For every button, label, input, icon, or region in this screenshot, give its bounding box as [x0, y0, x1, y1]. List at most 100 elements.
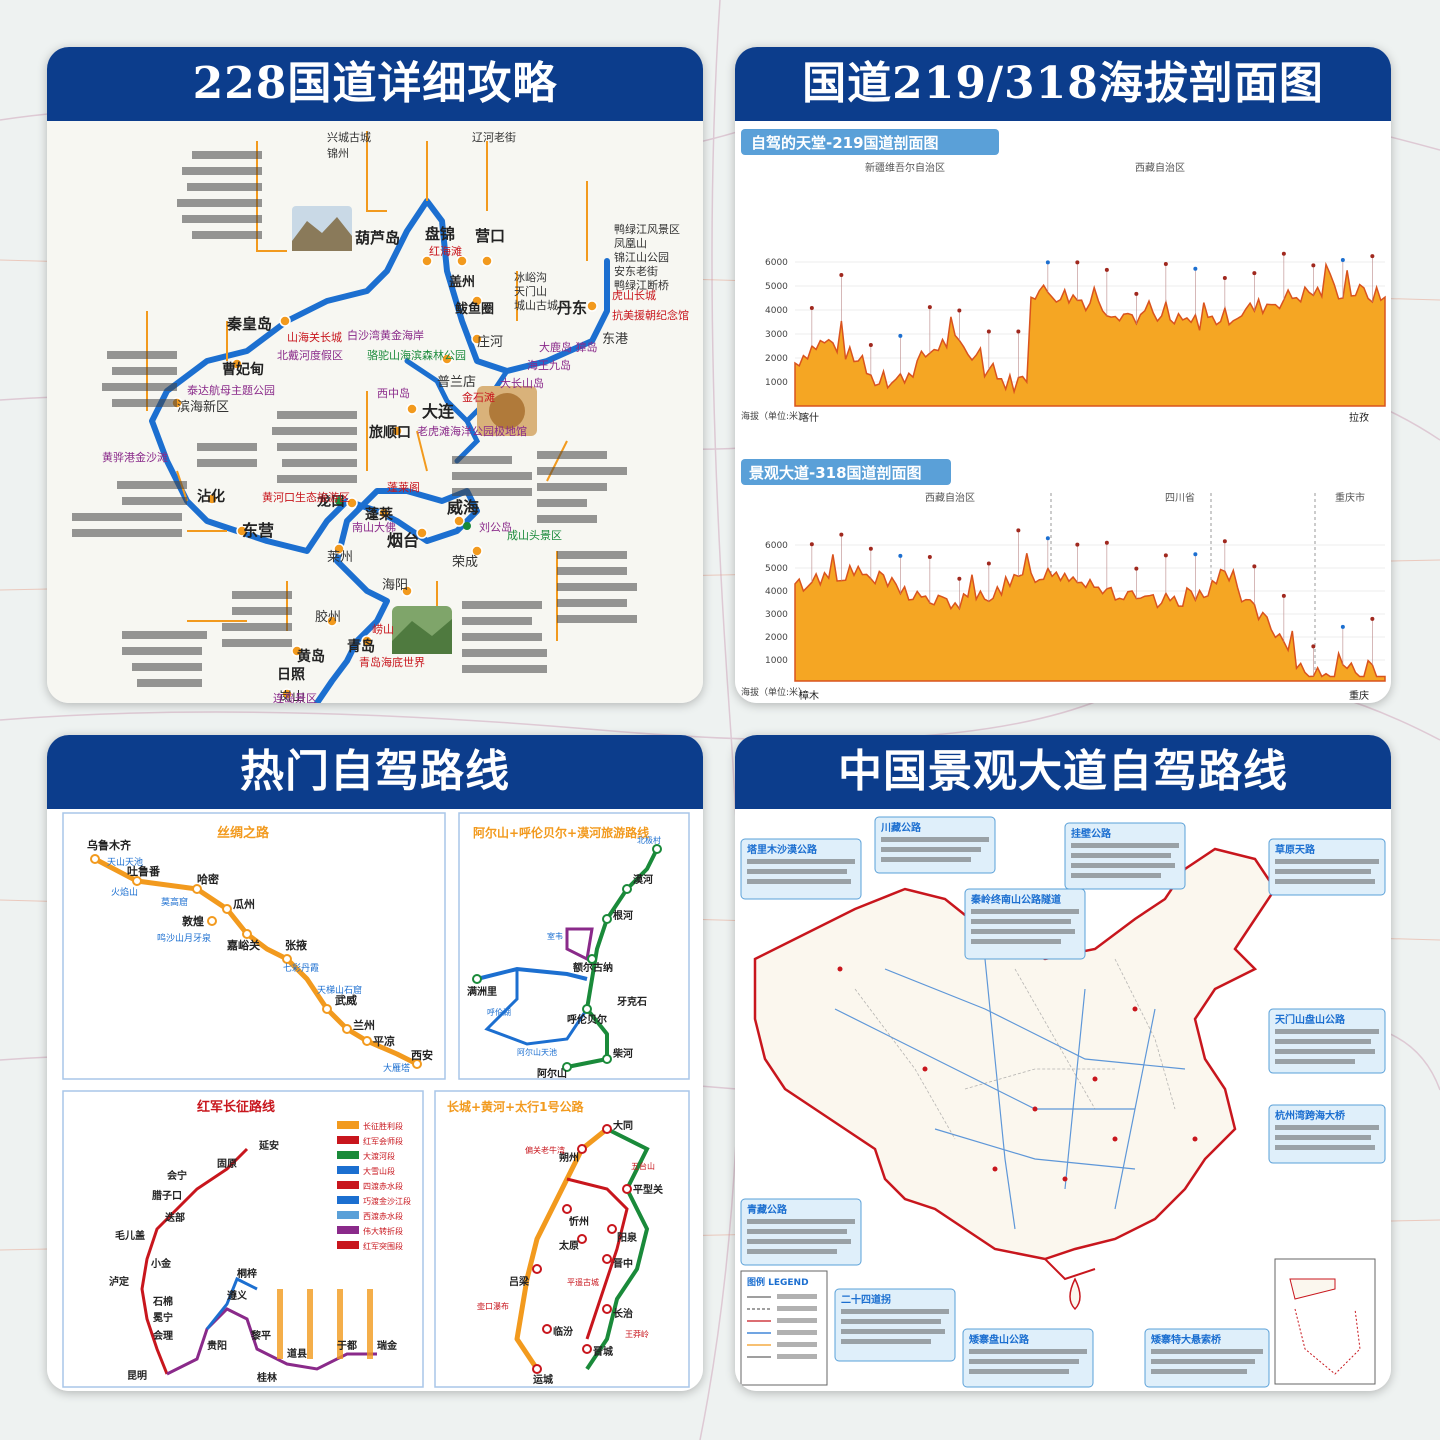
legend-swatch: [337, 1121, 359, 1129]
greatwall-city-0: 大同: [613, 1119, 633, 1132]
chart-318-region-chongqing: 重庆市: [1335, 491, 1365, 504]
peak-dot: [1075, 260, 1080, 265]
silk-poi-3: 鸣沙山月牙泉: [157, 932, 211, 944]
popular-routes-body: 丝绸之路 乌鲁木齐 吐鲁番 哈密 瓜州 敦煌 嘉峪关 张掖 武威: [47, 809, 703, 1391]
svg-text:3000: 3000: [765, 610, 788, 620]
hainan-island: [1069, 1277, 1081, 1311]
peak-dot: [957, 576, 962, 581]
redarmy-city-6: 小金: [150, 1257, 172, 1270]
route-arxan: 阿尔山+呼伦贝尔+漠河旅游路线 漠河 根河 满洲里 额尔古纳 呼伦贝尔 牙克石: [458, 812, 690, 1080]
peak-dot: [1016, 329, 1021, 334]
arxan-poi-0: 北极村: [637, 835, 661, 845]
svg-text:6000: 6000: [765, 541, 788, 551]
peak-dot: [1311, 644, 1316, 649]
callout-3: 草原天路: [1268, 838, 1386, 896]
arxan-city-2: 满洲里: [467, 985, 497, 998]
redarmy-city-5: 毛儿盖: [115, 1229, 145, 1242]
city-haiyang: 海阳: [382, 578, 408, 593]
peak-dot: [1193, 266, 1198, 271]
arxan-city-3: 额尔古纳: [573, 961, 613, 974]
callout-1: 塔里木沙漠公路: [740, 838, 862, 900]
chart-219-region-tibet: 西藏自治区: [1135, 161, 1185, 174]
south-china-sea-inset: [1274, 1258, 1376, 1385]
poi-laohutan: 老虎滩海洋公园极地馆: [417, 424, 527, 438]
redarmy-city-8: 石棉: [152, 1295, 173, 1308]
poi-jinshitan: 金石滩: [462, 390, 495, 404]
panel-title: 中国景观大道自驾路线: [735, 735, 1391, 809]
route-red-army: 红军长征路线 延安 固原 会宁 腊子口 迭部 毛儿盖 小金 泸定 石: [62, 1090, 424, 1388]
legend-label: 西渡赤水段: [363, 1211, 403, 1221]
svg-text:5000: 5000: [765, 564, 788, 574]
chart-318-unit: 海拔（单位:米）: [741, 686, 807, 698]
chart-318-start: 樟木: [799, 689, 819, 702]
callout-6: 杭州湾跨海大桥: [1268, 1104, 1386, 1164]
redarmy-city-13: 贵阳: [207, 1339, 227, 1352]
city-huangdao: 黄岛: [297, 648, 325, 665]
chart-318-end: 重庆: [1349, 689, 1369, 702]
legend-swatch: [337, 1166, 359, 1174]
poi-huanghekou: 黄河口生态旅游区: [262, 490, 350, 504]
panel-title: 228国道详细攻略: [47, 47, 703, 121]
chart-318-title: 景观大道-318国道剖面图: [749, 464, 922, 482]
greatwall-poi-4: 王莽岭: [625, 1329, 649, 1339]
redarmy-city-3: 腊子口: [152, 1189, 182, 1202]
peak-dot: [1222, 539, 1227, 544]
callout-10: 矮寨特大悬索桥: [1144, 1328, 1270, 1388]
poi-kangmei: 抗美援朝纪念馆: [612, 308, 689, 322]
silk-poi-0: 天山天池: [107, 856, 143, 868]
chart-219: 自驾的天堂-219国道剖面图 新疆维吾尔自治区 西藏自治区 6000 5000 …: [741, 129, 1386, 424]
peak-dot: [1340, 624, 1345, 629]
china-scenic-map: 川藏公路 塔里木沙漠公路 挂壁公路 草原天路: [735, 809, 1391, 1391]
panel-title: 国道219/318海拔剖面图: [735, 47, 1391, 121]
poi-chengshan: 城山古城: [514, 299, 558, 312]
poi-haiwang: 海王九岛: [527, 358, 571, 372]
poi-qingdao-aquarium: 青岛海底世界: [359, 655, 425, 669]
city-longkou: 龙口: [316, 493, 345, 510]
redarmy-city-12: 遵义: [227, 1289, 248, 1302]
poi-dachangshan: 大长山岛: [500, 376, 544, 390]
svg-text:秦岭终南山公路隧道: 秦岭终南山公路隧道: [970, 893, 1061, 906]
peak-dot: [1193, 552, 1198, 557]
chart-318-profile: [794, 553, 1386, 682]
peak-dot: [868, 546, 873, 551]
silk-city-8: 兰州: [353, 1018, 375, 1032]
svg-text:1000: 1000: [765, 656, 788, 666]
arxan-city-4: 呼伦贝尔: [567, 1013, 607, 1026]
silk-city-10: 西安: [411, 1048, 433, 1062]
svg-text:4000: 4000: [765, 587, 788, 597]
redarmy-city-2: 会宁: [167, 1169, 187, 1182]
legend-swatch: [337, 1151, 359, 1159]
greatwall-city-4: 太原: [558, 1239, 579, 1252]
silk-title: 丝绸之路: [217, 825, 270, 841]
route-silk-road: 丝绸之路 乌鲁木齐 吐鲁番 哈密 瓜州 敦煌 嘉峪关 张掖 武威: [62, 812, 446, 1080]
peak-dot: [1134, 566, 1139, 571]
redarmy-city-10: 会理: [153, 1329, 173, 1342]
silk-poi-2: 莫高窟: [161, 896, 188, 908]
peak-dot: [927, 554, 932, 559]
legend-swatch: [337, 1211, 359, 1219]
poi-jinzhou: 锦州: [327, 146, 349, 160]
greatwall-city-2: 平型关: [633, 1183, 663, 1196]
silk-city-0: 乌鲁木齐: [87, 838, 132, 852]
peak-dot: [898, 333, 903, 338]
silk-poi-6: 大雁塔: [383, 1062, 410, 1074]
svg-text:3000: 3000: [765, 330, 788, 340]
greatwall-city-1: 朔州: [559, 1151, 579, 1164]
redarmy-city-11: 昆明: [127, 1370, 147, 1382]
legend-swatch: [337, 1196, 359, 1204]
svg-text:二十四道拐: 二十四道拐: [841, 1293, 891, 1306]
silk-poi-5: 天梯山石窟: [317, 984, 362, 996]
redarmy-city-16: 道县: [287, 1347, 307, 1360]
city-weihai: 威海: [447, 498, 479, 517]
poi-shanhaiguan: 山海关长城: [287, 330, 342, 344]
legend-swatch: [337, 1226, 359, 1234]
city-rizhao: 日照: [277, 667, 305, 683]
arxan-poi-3: 阿尔山天池: [517, 1047, 557, 1057]
poi-bingyu: 冰峪沟: [514, 271, 547, 284]
greatwall-city-11: 运城: [533, 1373, 553, 1386]
silk-city-1: 吐鲁番: [127, 864, 161, 878]
peak-dot: [957, 308, 962, 313]
peak-dot: [1016, 528, 1021, 533]
panel-elevation-profiles: 国道219/318海拔剖面图 自驾的天堂-219国道剖面图 新疆维吾尔自治区 西…: [735, 47, 1391, 703]
poi-hushan: 虎山长城: [612, 289, 656, 302]
